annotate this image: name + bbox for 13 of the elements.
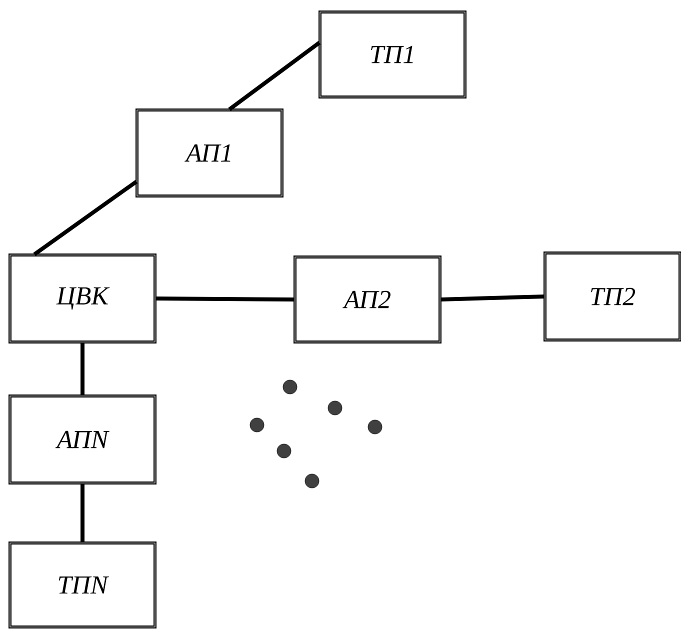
connector-line: [33, 180, 138, 256]
connector-line: [156, 296, 294, 302]
label-box: АП2: [294, 256, 442, 344]
connector-line: [440, 294, 544, 302]
label-box: ЦВК: [8, 254, 156, 344]
connector-line: [80, 484, 84, 542]
connector-line: [228, 41, 321, 111]
connector-line: [80, 342, 84, 396]
label-box: ТП2: [544, 252, 681, 342]
label-box: ТПN: [8, 542, 156, 628]
label-box: АП1: [136, 108, 284, 198]
label-box: ТП1: [318, 10, 466, 98]
label-box: АПN: [8, 394, 156, 484]
